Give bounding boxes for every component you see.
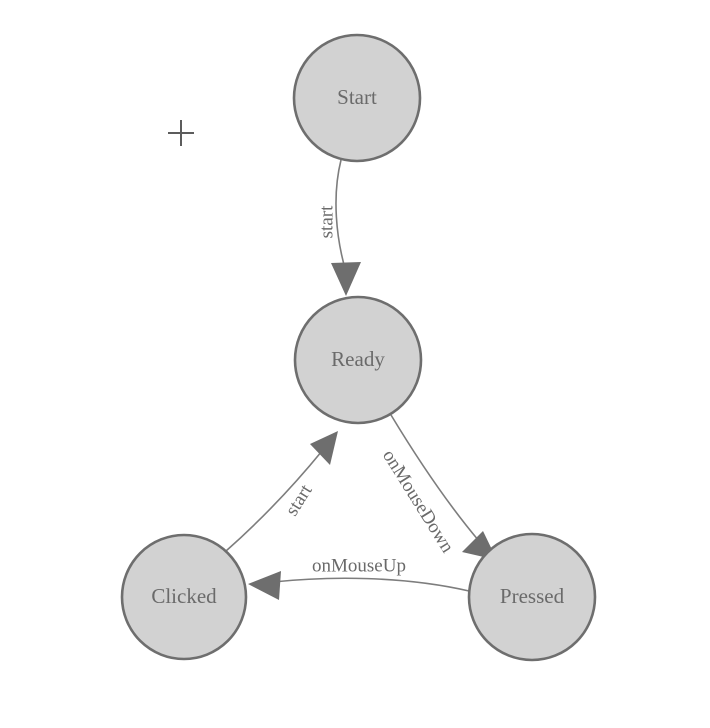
edge-line-start-to-ready <box>335 159 347 273</box>
node-label-pressed: Pressed <box>500 584 565 608</box>
edge-clicked-to-ready[interactable]: start <box>225 431 338 552</box>
edge-label-ready-to-pressed: onMouseDown <box>378 446 458 557</box>
arrowhead-icon <box>248 571 281 600</box>
node-label-ready: Ready <box>331 347 385 371</box>
arrowhead-icon <box>310 431 338 465</box>
plus-marker-icon <box>168 120 194 146</box>
node-ready[interactable]: Ready <box>293 295 423 425</box>
edge-line-clicked-to-ready <box>225 450 323 552</box>
node-label-start: Start <box>337 85 377 109</box>
edge-ready-to-pressed[interactable]: onMouseDown <box>378 414 497 560</box>
edge-label-start-to-ready: start <box>316 205 337 238</box>
node-circle-clicked[interactable] <box>120 533 248 661</box>
edge-line-ready-to-pressed <box>390 414 480 542</box>
node-circle-pressed[interactable] <box>467 532 597 662</box>
node-circle-start[interactable] <box>292 33 422 163</box>
node-circle-ready[interactable] <box>293 295 423 425</box>
node-clicked[interactable]: Clicked <box>120 533 248 661</box>
arrowhead-icon <box>331 262 361 296</box>
edge-line-pressed-to-clicked <box>272 577 470 592</box>
edge-start-to-ready[interactable]: start <box>316 159 361 296</box>
node-label-clicked: Clicked <box>151 584 217 608</box>
edge-label-clicked-to-ready: start <box>281 480 317 519</box>
node-start[interactable]: Start <box>292 33 422 163</box>
markers-layer <box>168 120 194 146</box>
edge-pressed-to-clicked[interactable]: onMouseUp <box>248 555 470 600</box>
node-pressed[interactable]: Pressed <box>467 532 597 662</box>
edge-label-pressed-to-clicked: onMouseUp <box>312 555 406 576</box>
